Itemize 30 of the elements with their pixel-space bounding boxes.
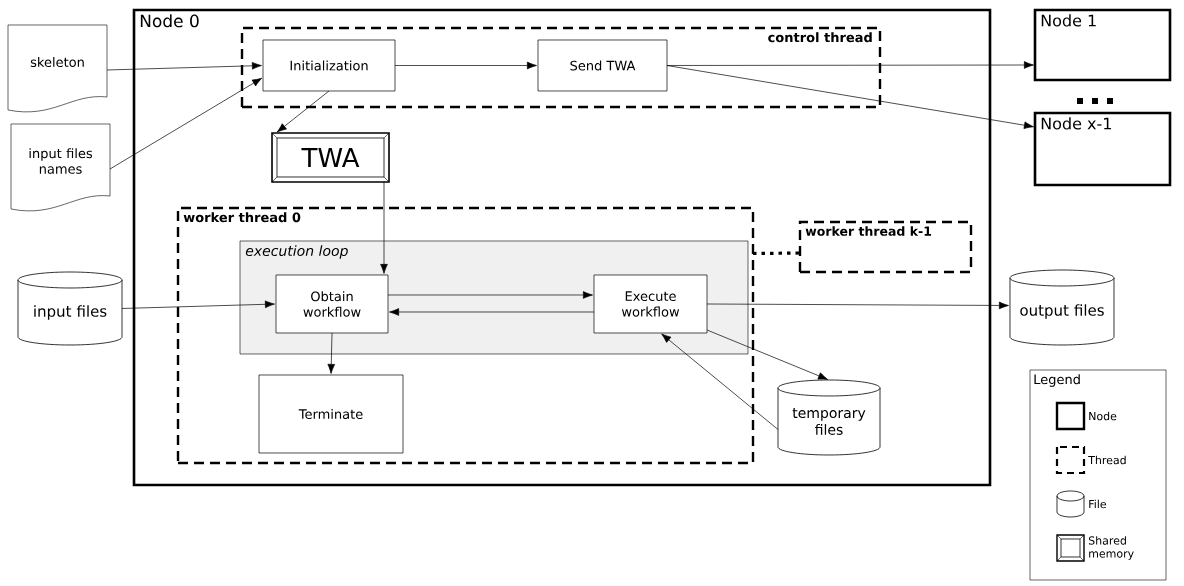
arrow	[394, 61, 537, 70]
shared-memory-box: TWA	[271, 132, 390, 183]
process-box: Send TWA	[537, 39, 668, 92]
arrow	[387, 291, 593, 299]
arrow	[121, 300, 275, 309]
arrow	[380, 181, 388, 274]
arrow	[106, 62, 262, 71]
process-box: Execute workflow	[593, 274, 708, 334]
process-box: Terminate	[258, 374, 404, 454]
arrow	[109, 77, 263, 170]
legend-label: Thread	[1088, 455, 1126, 465]
file-cylinder: input files	[17, 271, 123, 346]
thread-box: worker thread k-1	[798, 220, 973, 274]
arrow	[327, 332, 335, 374]
node-box: Node 1	[1033, 8, 1172, 82]
file-cylinder: output files	[1009, 269, 1115, 346]
arrow	[389, 308, 595, 316]
legend-label: File	[1089, 499, 1107, 509]
legend-label: Shared memory	[1088, 536, 1134, 560]
legend-label: Node	[1089, 411, 1117, 421]
node-box: Node x-1	[1033, 111, 1172, 187]
legend-title: Legend	[1034, 374, 1080, 387]
process-box: Obtain workflow	[275, 274, 389, 334]
arrow	[706, 329, 828, 380]
process-box: Initialization	[262, 39, 396, 92]
connector-line	[752, 251, 800, 256]
arrow	[661, 333, 779, 430]
file-cylinder: temporary files	[777, 379, 881, 456]
arrow	[666, 65, 1034, 129]
arrow	[706, 301, 1009, 310]
